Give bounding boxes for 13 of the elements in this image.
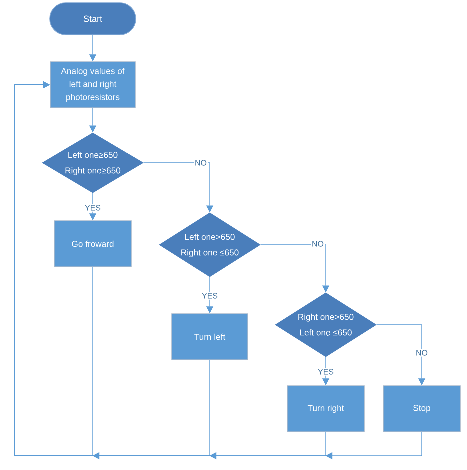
edge-label: NO: [194, 159, 208, 167]
process-box: Go froward: [54, 220, 132, 268]
start-terminal: Start: [50, 2, 136, 36]
process-box: Stop: [383, 386, 461, 432]
process-box: Turn left: [172, 314, 248, 360]
arrow: [14, 81, 422, 456]
process-box: Turn right: [287, 386, 365, 432]
edge-label: YES: [317, 368, 335, 376]
edge-label: YES: [84, 204, 102, 212]
edge-label: NO: [311, 240, 325, 248]
edge-label: YES: [201, 292, 219, 300]
edge-label: NO: [415, 349, 429, 357]
process-box: Analog values of left and right photoresistors: [50, 62, 136, 108]
